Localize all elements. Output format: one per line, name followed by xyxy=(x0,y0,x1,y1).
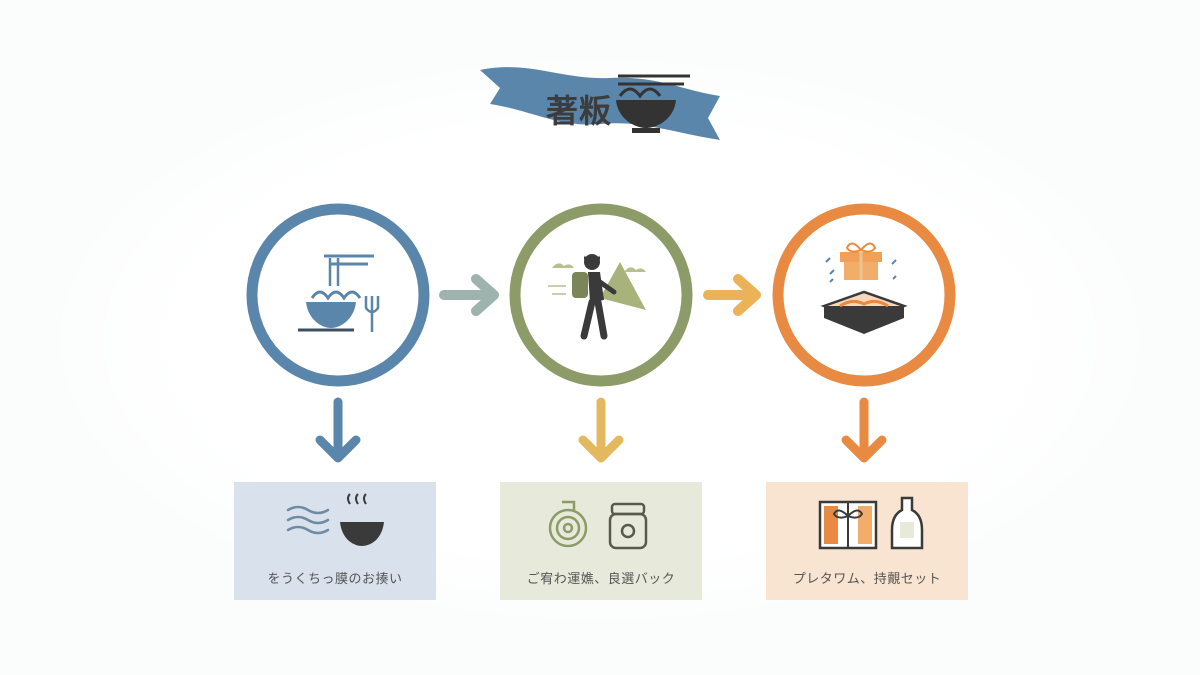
sake-bottle-icon xyxy=(890,496,924,550)
card-2-icons xyxy=(548,500,648,550)
noodle-bowl-icon xyxy=(616,74,690,133)
logo-banner xyxy=(480,67,720,140)
card-1: をうくちっ膜のお揍い xyxy=(234,482,436,600)
step-circle-1 xyxy=(246,203,430,387)
noodle-bowl-icon xyxy=(298,254,380,332)
arrow-right-1 xyxy=(439,274,499,316)
arrow-right-2 xyxy=(703,274,761,316)
card-1-icons xyxy=(286,493,384,546)
card-2-label: ご宥わ運嫶、良選バック xyxy=(526,572,676,587)
card-3-label: プレタワム、持覿セット xyxy=(792,572,942,587)
steam-waves-icon xyxy=(286,505,330,535)
card-3: プレタワム、持覿セット xyxy=(766,482,968,600)
spiral-roll-icon xyxy=(548,500,588,548)
logo-title: 著粄 xyxy=(546,92,613,130)
card-1-label: をうくちっ膜のお揍い xyxy=(267,572,403,587)
gift-box-icon xyxy=(820,242,908,334)
rice-bowl-icon xyxy=(340,493,384,546)
arrow-down-3 xyxy=(841,397,887,463)
gift-set-icon xyxy=(818,500,878,550)
arrow-down-1 xyxy=(315,397,361,463)
card-3-icons xyxy=(818,496,924,550)
arrow-down-2 xyxy=(578,397,624,463)
hiker-mountain-icon xyxy=(548,254,646,340)
jar-icon xyxy=(608,502,648,550)
card-2: ご宥わ運嫶、良選バック xyxy=(500,482,702,600)
